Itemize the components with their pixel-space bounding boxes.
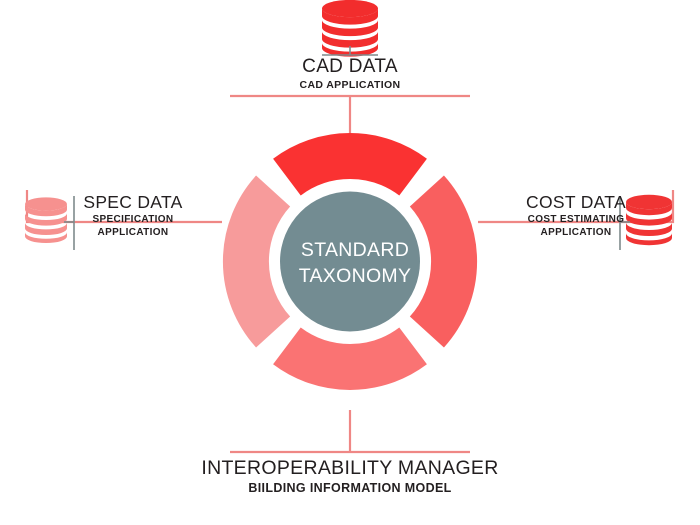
divider-right (619, 196, 630, 250)
node-cad-subtitle: CAD APPLICATION (299, 78, 401, 91)
connector-right-bracket (478, 190, 675, 224)
node-cad-data: CAD DATA CAD APPLICATION (250, 57, 450, 91)
ring-segment-bottom (273, 327, 427, 390)
center-label-line1: STANDARD (300, 239, 410, 261)
node-cost-subtitle-line2: APPLICATION (540, 226, 612, 238)
center-label-line2: TAXONOMY (298, 264, 412, 287)
node-cost-subtitle: COST ESTIMATING APPLICATION (521, 214, 631, 239)
node-interoperability-manager: INTEROPERABILITY MANAGER BIILDING INFORM… (190, 458, 510, 496)
node-cost-title: COST DATA (526, 192, 626, 212)
node-iom-title: INTEROPERABILITY MANAGER (201, 457, 499, 479)
node-cad-title: CAD DATA (302, 56, 398, 77)
connector-left-bracket (25, 190, 222, 224)
database-icon-spec (25, 197, 67, 243)
node-cost-subtitle-line1: COST ESTIMATING (527, 214, 625, 226)
ring-segment-right (409, 175, 478, 348)
database-icon-cost (626, 194, 672, 246)
divider-top (322, 46, 378, 56)
node-cost-data: COST DATA COST ESTIMATING APPLICATION (521, 193, 631, 239)
center-circle (280, 191, 420, 332)
node-spec-title: SPEC DATA (83, 192, 183, 212)
database-icon-cad (322, 0, 378, 57)
node-spec-subtitle: SPECIFICATION APPLICATION (78, 214, 188, 239)
node-iom-subtitle: BIILDING INFORMATION MODEL (248, 481, 452, 496)
ring-segment-left (222, 175, 291, 348)
node-spec-subtitle-line1: SPECIFICATION (92, 214, 174, 226)
center-label: STANDARD TAXONOMY (270, 238, 440, 289)
divider-left (64, 196, 75, 250)
ring-segment-top (273, 133, 427, 196)
node-spec-subtitle-line2: APPLICATION (97, 226, 169, 238)
node-spec-data: SPEC DATA SPECIFICATION APPLICATION (78, 193, 188, 239)
